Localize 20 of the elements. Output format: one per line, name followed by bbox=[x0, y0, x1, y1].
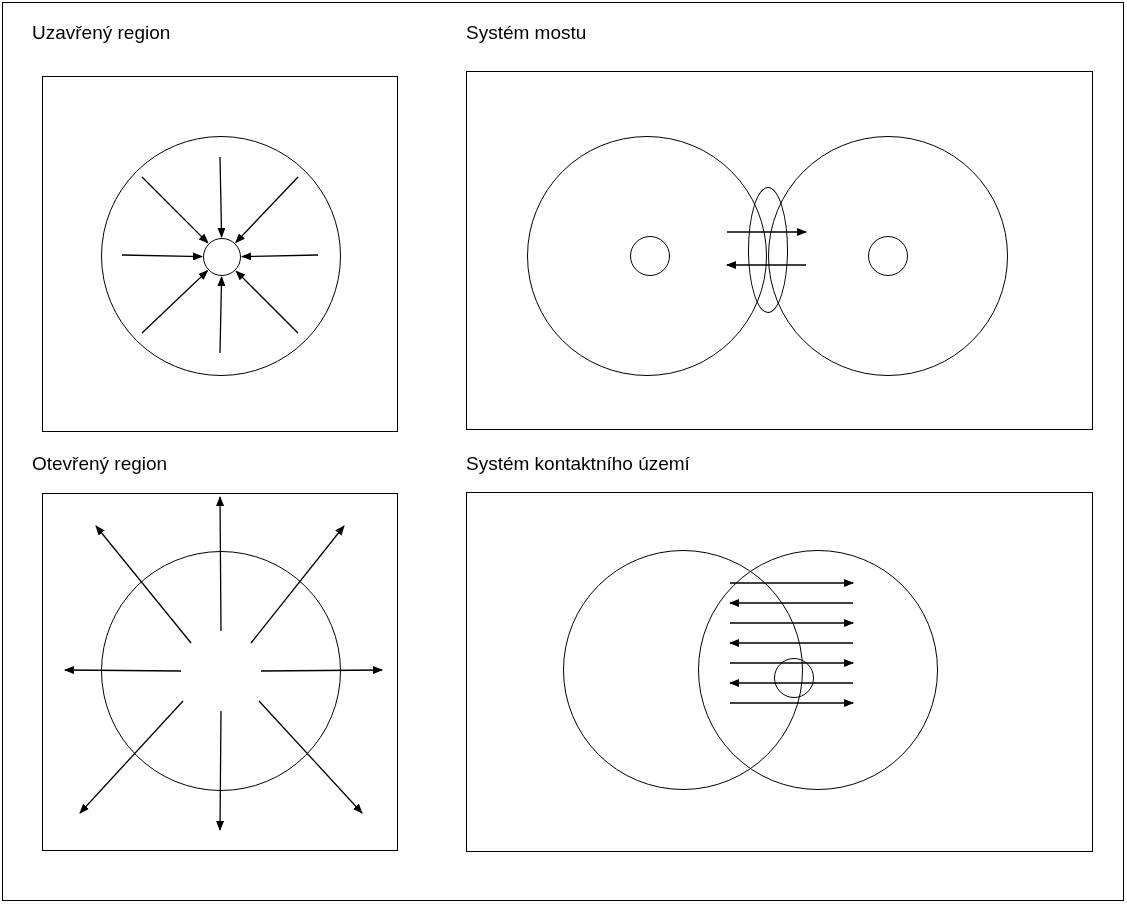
arrow bbox=[64, 666, 182, 675]
arrow bbox=[121, 252, 203, 261]
panel-heading: Systém kontaktního území bbox=[466, 453, 690, 475]
arrow bbox=[258, 700, 363, 814]
arrow bbox=[141, 176, 209, 244]
arrow bbox=[260, 666, 383, 675]
arrow bbox=[217, 156, 226, 238]
arrow bbox=[95, 525, 192, 644]
arrow bbox=[241, 252, 319, 261]
arrow bbox=[235, 270, 299, 334]
panel-heading: Systém mostu bbox=[466, 22, 587, 44]
arrow bbox=[217, 276, 226, 354]
arrow bbox=[216, 496, 225, 632]
arrow bbox=[250, 525, 345, 644]
panel-heading: Otevřený region bbox=[32, 453, 168, 475]
arrow bbox=[141, 270, 209, 334]
arrow bbox=[216, 710, 225, 831]
arrow bbox=[79, 700, 184, 814]
arrow bbox=[235, 176, 299, 244]
panel-heading: Uzavřený region bbox=[32, 22, 171, 44]
